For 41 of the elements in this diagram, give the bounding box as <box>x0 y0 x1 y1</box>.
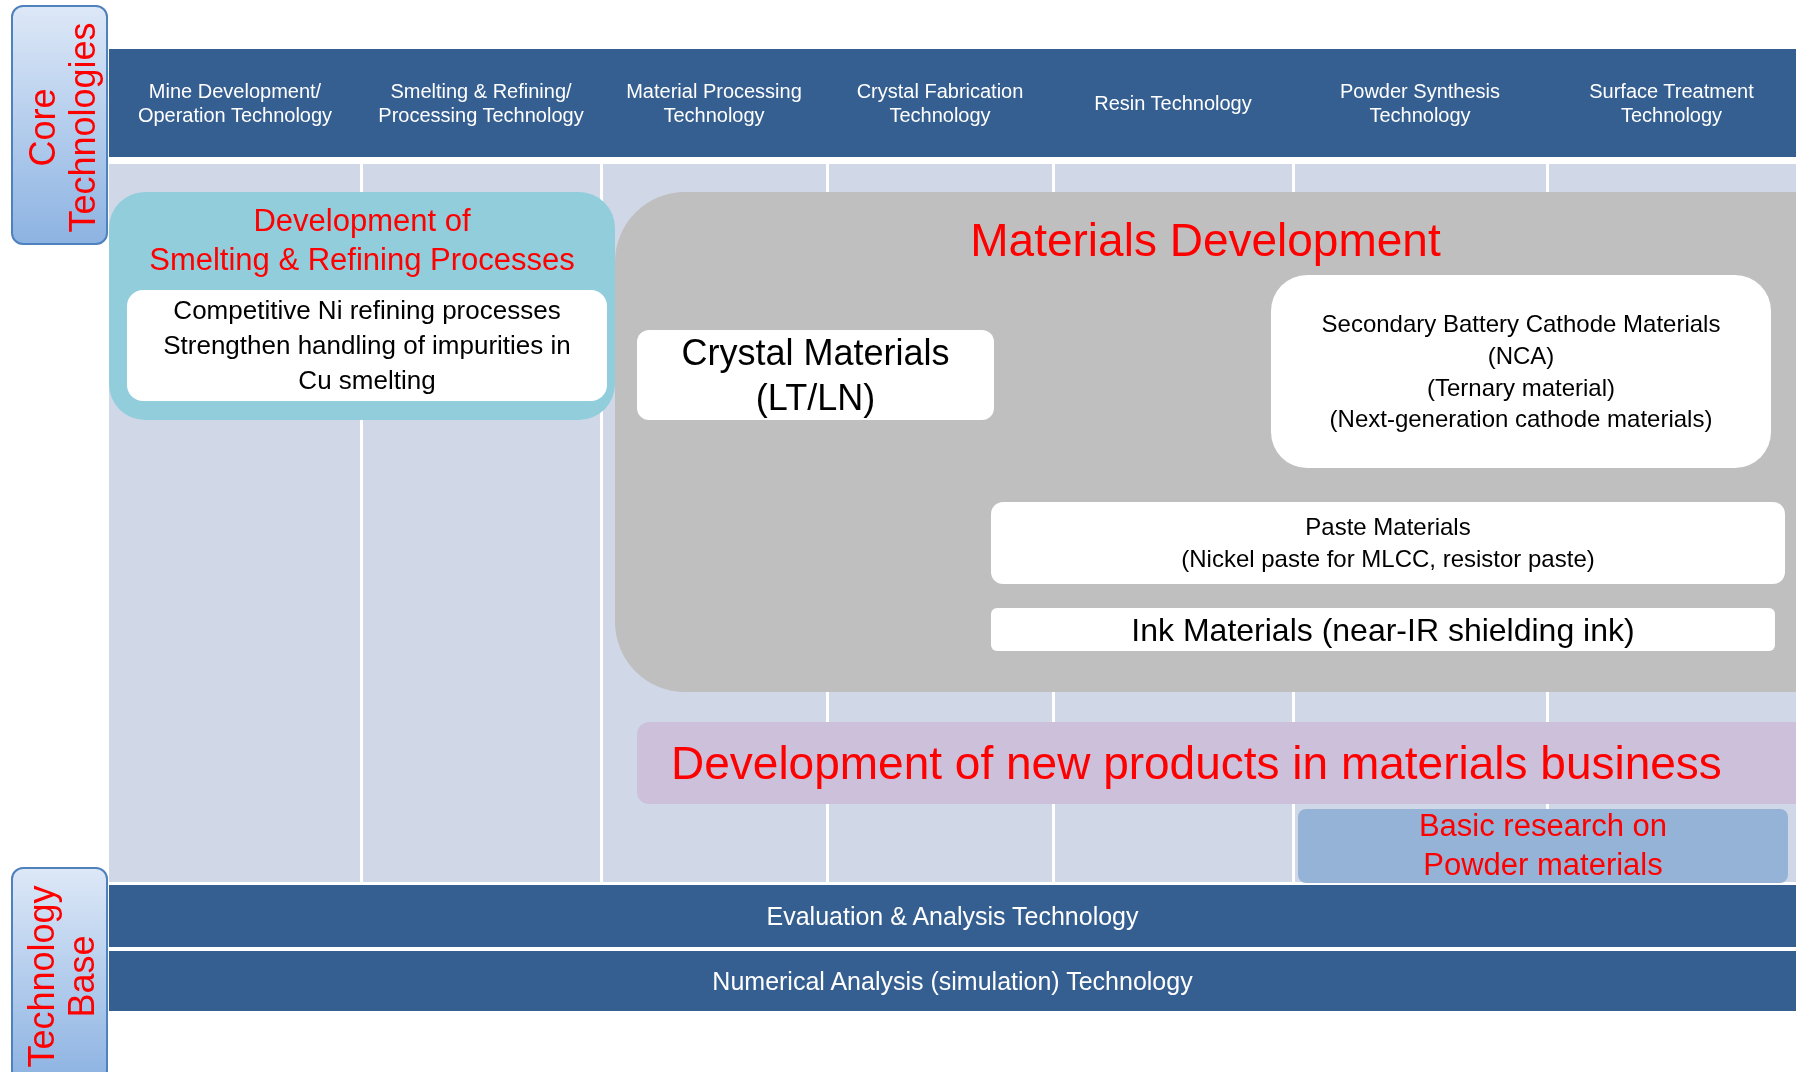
node-text: Core Technologies <box>21 20 102 235</box>
material-card <box>637 330 994 420</box>
process-panel <box>109 192 615 420</box>
node-text: Evaluation & Analysis Technology <box>766 903 1139 929</box>
column-header <box>109 49 361 157</box>
node-text: Paste Materials <box>1305 512 1471 543</box>
node-text: (LT/LN) <box>755 376 876 420</box>
node-text: Strengthen handling of impurities in Cu smelting <box>162 328 572 398</box>
node-text: Mine Development/ Operation Technology <box>136 79 334 127</box>
research-panel <box>1298 809 1788 883</box>
materials-panel <box>615 192 1796 692</box>
side-tab <box>11 867 108 1072</box>
material-card <box>991 502 1785 584</box>
node-text: Powder Synthesis Technology <box>1338 79 1502 127</box>
material-card <box>991 608 1775 651</box>
node-text: Ink Materials (near-IR shielding ink) <box>1131 613 1635 646</box>
text-card <box>127 290 607 401</box>
node-text: Crystal Fabrication Technology <box>855 79 1025 127</box>
node-text: (Ternary material) <box>1426 372 1615 403</box>
node-text: Numerical Analysis (simulation) Technology <box>712 968 1193 994</box>
node-text: Crystal Materials <box>681 331 950 375</box>
column-header <box>1547 49 1796 157</box>
node-text: Development of <box>252 202 472 240</box>
base-bar <box>109 951 1796 1011</box>
side-tab <box>11 5 108 245</box>
node-text: Smelting & Refining/ Processing Technology <box>377 79 585 127</box>
node-text: Basic research on <box>1418 807 1668 846</box>
node-text: Secondary Battery Cathode Materials <box>1321 308 1721 339</box>
node-text: Surface Treatment Technology <box>1588 79 1755 127</box>
base-bar <box>109 885 1796 947</box>
material-card <box>1271 275 1771 468</box>
node-text: Smelting & Refining Processes <box>149 240 575 279</box>
node-text: Material Processing Technology <box>625 79 803 127</box>
node-text: Technology Base <box>21 884 102 1070</box>
node-text: (NCA) <box>1487 340 1555 371</box>
node-text: Resin Technology <box>1094 91 1252 115</box>
node-text: Powder materials <box>1423 846 1663 884</box>
node-text: (Next-generation cathode materials) <box>1329 404 1713 435</box>
node-text: Competitive Ni refining processes <box>173 293 561 327</box>
banner <box>637 722 1796 804</box>
node-text: (Nickel paste for MLCC, resistor paste) <box>1181 544 1595 574</box>
